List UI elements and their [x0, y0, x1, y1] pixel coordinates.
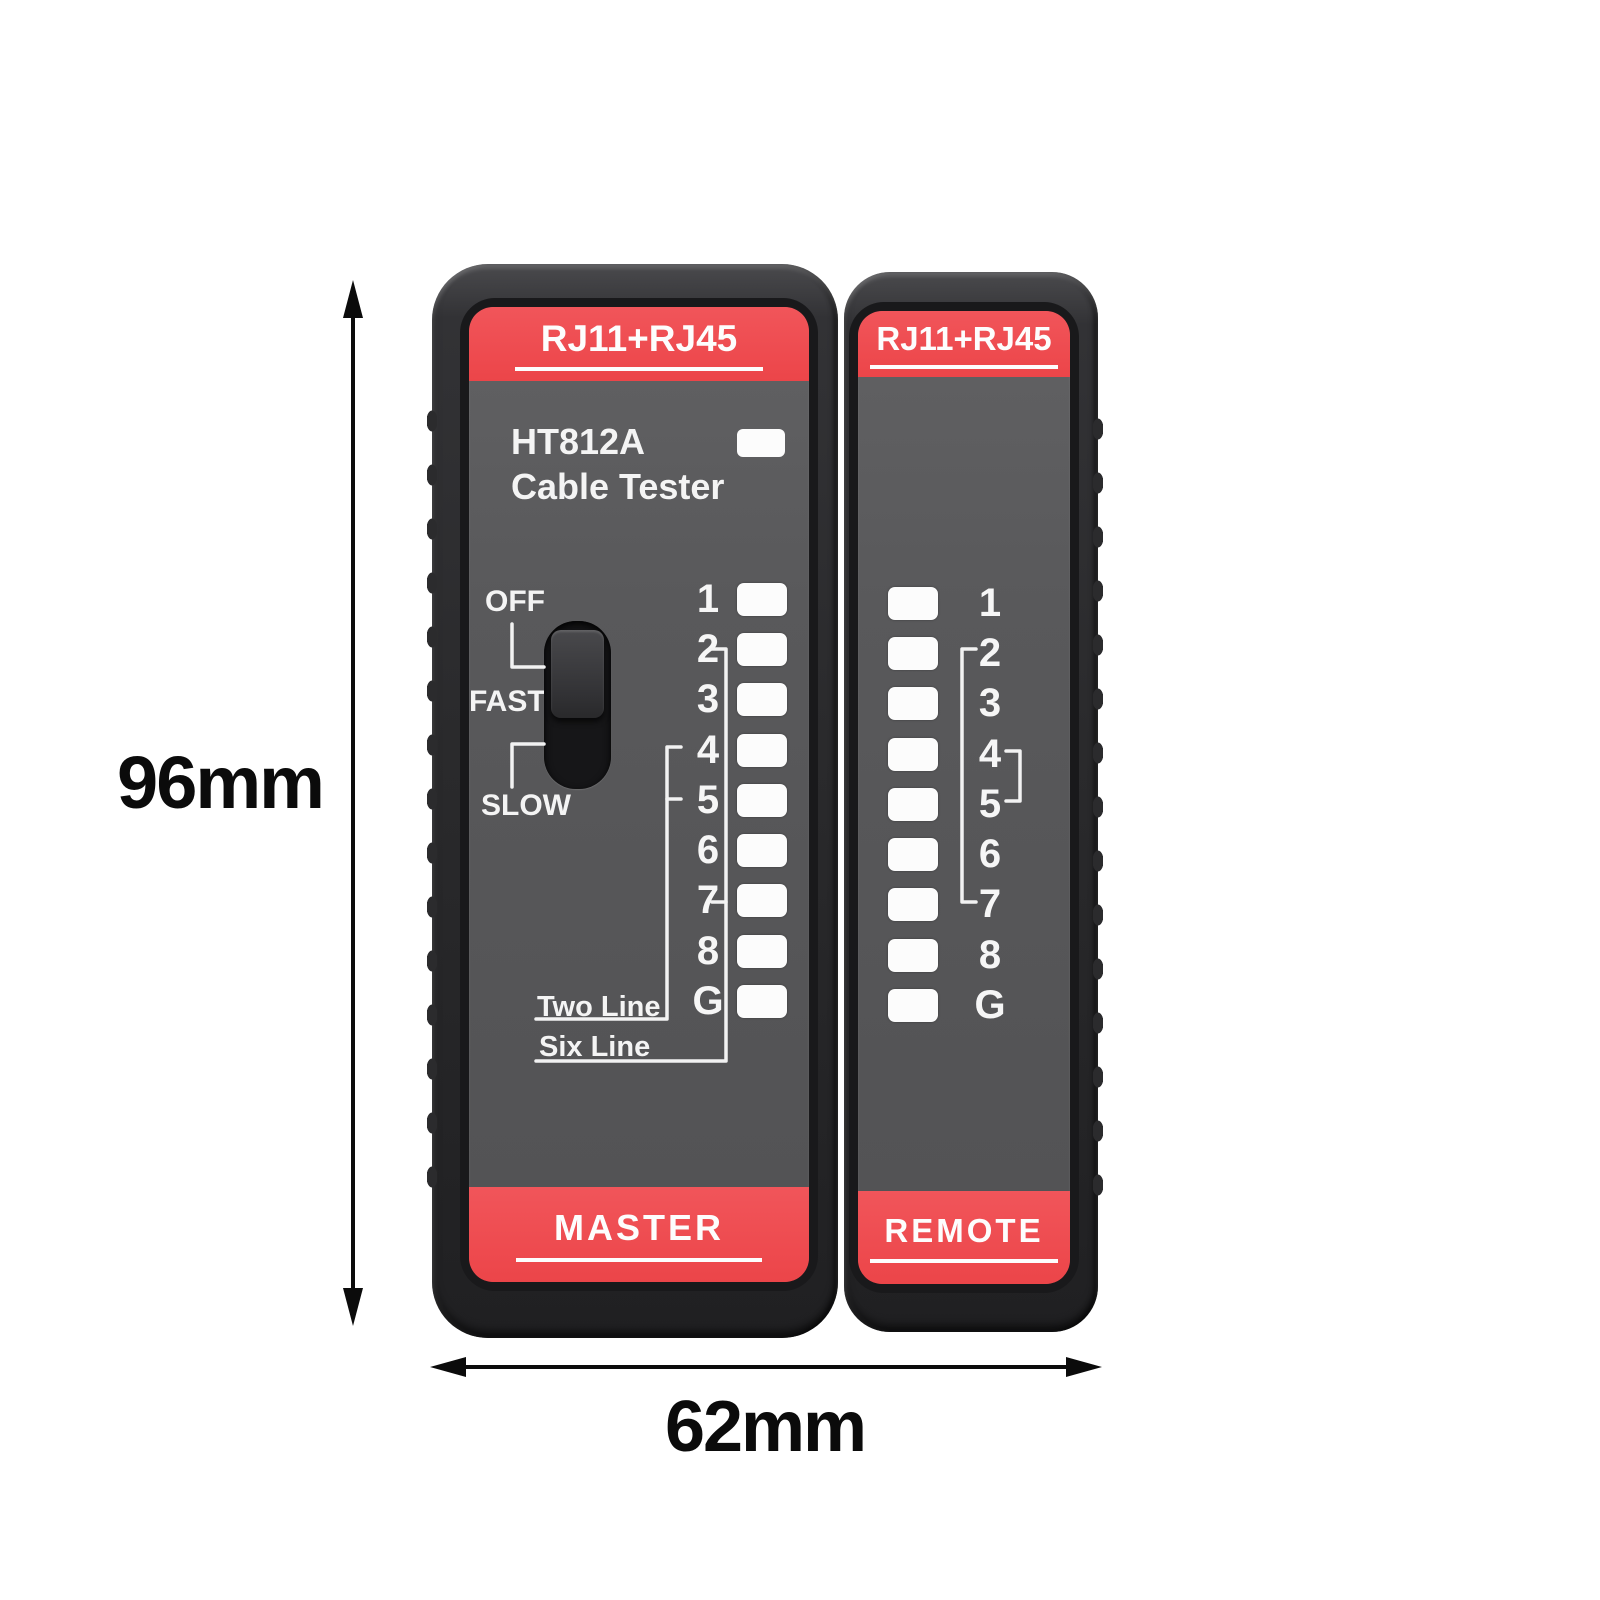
pin-led	[737, 683, 787, 717]
pin-led	[888, 938, 938, 972]
remote-top-banner: RJ11+RJ45	[858, 311, 1070, 377]
pin-row: G	[684, 976, 787, 1026]
pin-led	[737, 783, 787, 817]
pin-row: 7	[888, 880, 1014, 930]
switch-label-off: OFF	[485, 585, 545, 618]
pin-number: 6	[978, 832, 1002, 877]
width-dimension-arrow	[430, 1357, 1102, 1377]
master-pin-column: 1 2 3 4 5 6 7 8 G	[684, 574, 787, 1027]
pin-number: 2	[978, 630, 1002, 675]
remote-faceplate: RJ11+RJ45 1 2 3 4 5 6 7 8 G	[858, 311, 1070, 1284]
switch-label-slow: SLOW	[481, 789, 571, 822]
pin-number: G	[974, 983, 1006, 1028]
pin-row: 2	[888, 628, 1014, 678]
master-grip-ribs	[427, 394, 437, 1208]
pin-row: 7	[684, 876, 787, 926]
pin-led	[888, 787, 938, 821]
pin-number: 5	[696, 777, 720, 822]
six-line-label: Six Line	[539, 1031, 651, 1063]
pin-number: 5	[978, 781, 1002, 826]
pin-row: 1	[888, 578, 1014, 628]
pin-led	[737, 733, 787, 767]
pin-led	[888, 989, 938, 1023]
remote-top-banner-label: RJ11+RJ45	[870, 320, 1058, 369]
pin-led	[737, 985, 787, 1019]
remote-unit: RJ11+RJ45 1 2 3 4 5 6 7 8 G	[844, 272, 1103, 1332]
pin-row: G	[888, 980, 1014, 1030]
master-top-banner: RJ11+RJ45	[469, 307, 809, 381]
speed-switch-slot	[544, 621, 611, 789]
pin-led	[888, 737, 938, 771]
model-name: HT812A	[511, 421, 646, 462]
pin-number: 7	[978, 882, 1002, 927]
pin-number: 3	[978, 681, 1002, 726]
pin-led	[737, 884, 787, 918]
pin-number: 2	[696, 626, 720, 671]
pin-number: G	[692, 979, 724, 1024]
pin-led	[888, 838, 938, 872]
master-bottom-banner: MASTER	[469, 1187, 809, 1282]
two-line-label: Two Line	[537, 991, 661, 1023]
width-dimension-label: 62mm	[664, 1387, 867, 1467]
pin-number: 6	[696, 828, 720, 873]
pin-led	[737, 834, 787, 868]
pin-led	[888, 888, 938, 922]
pin-row: 5	[888, 779, 1014, 829]
pin-row: 8	[888, 930, 1014, 980]
master-top-banner-label: RJ11+RJ45	[514, 318, 764, 371]
pin-led	[888, 586, 938, 620]
device-type: Cable Tester	[511, 466, 725, 507]
master-unit: RJ11+RJ45 HT812A Cable Tester OFF FAST- …	[427, 264, 838, 1338]
remote-pin-column: 1 2 3 4 5 6 7 8 G	[888, 578, 1014, 1031]
height-dimension-label: 96mm	[117, 741, 325, 824]
pin-led	[737, 934, 787, 968]
pin-number: 1	[978, 580, 1002, 625]
pin-led	[737, 632, 787, 666]
pin-number: 4	[696, 727, 720, 772]
height-dimension-arrow	[343, 280, 363, 1326]
remote-bottom-banner: REMOTE	[858, 1191, 1070, 1284]
speed-switch-knob	[551, 630, 604, 718]
master-faceplate: RJ11+RJ45 HT812A Cable Tester OFF FAST- …	[469, 307, 809, 1282]
pin-row: 5	[684, 775, 787, 825]
pin-row: 6	[888, 829, 1014, 879]
pin-row: 8	[684, 926, 787, 976]
pin-led	[888, 636, 938, 670]
remote-bottom-banner-label: REMOTE	[870, 1212, 1058, 1263]
pin-led	[737, 582, 787, 616]
pin-number: 4	[978, 731, 1002, 776]
remote-grip-ribs	[1093, 402, 1103, 1202]
power-led-indicator	[737, 429, 785, 457]
pin-number: 7	[696, 878, 720, 923]
pin-number: 3	[696, 677, 720, 722]
pin-row: 4	[684, 725, 787, 775]
pin-number: 1	[696, 576, 720, 621]
pin-row: 3	[684, 675, 787, 725]
pin-row: 3	[888, 679, 1014, 729]
pin-number: 8	[978, 932, 1002, 977]
pin-number: 8	[696, 928, 720, 973]
pin-led	[888, 687, 938, 721]
switch-label-fast: FAST-	[469, 685, 555, 718]
pin-row: 6	[684, 825, 787, 875]
master-bottom-banner-label: MASTER	[516, 1207, 762, 1262]
master-model-block: HT812A Cable Tester	[511, 419, 724, 509]
pin-row: 2	[684, 624, 787, 674]
pin-row: 1	[684, 574, 787, 624]
pin-row: 4	[888, 729, 1014, 779]
